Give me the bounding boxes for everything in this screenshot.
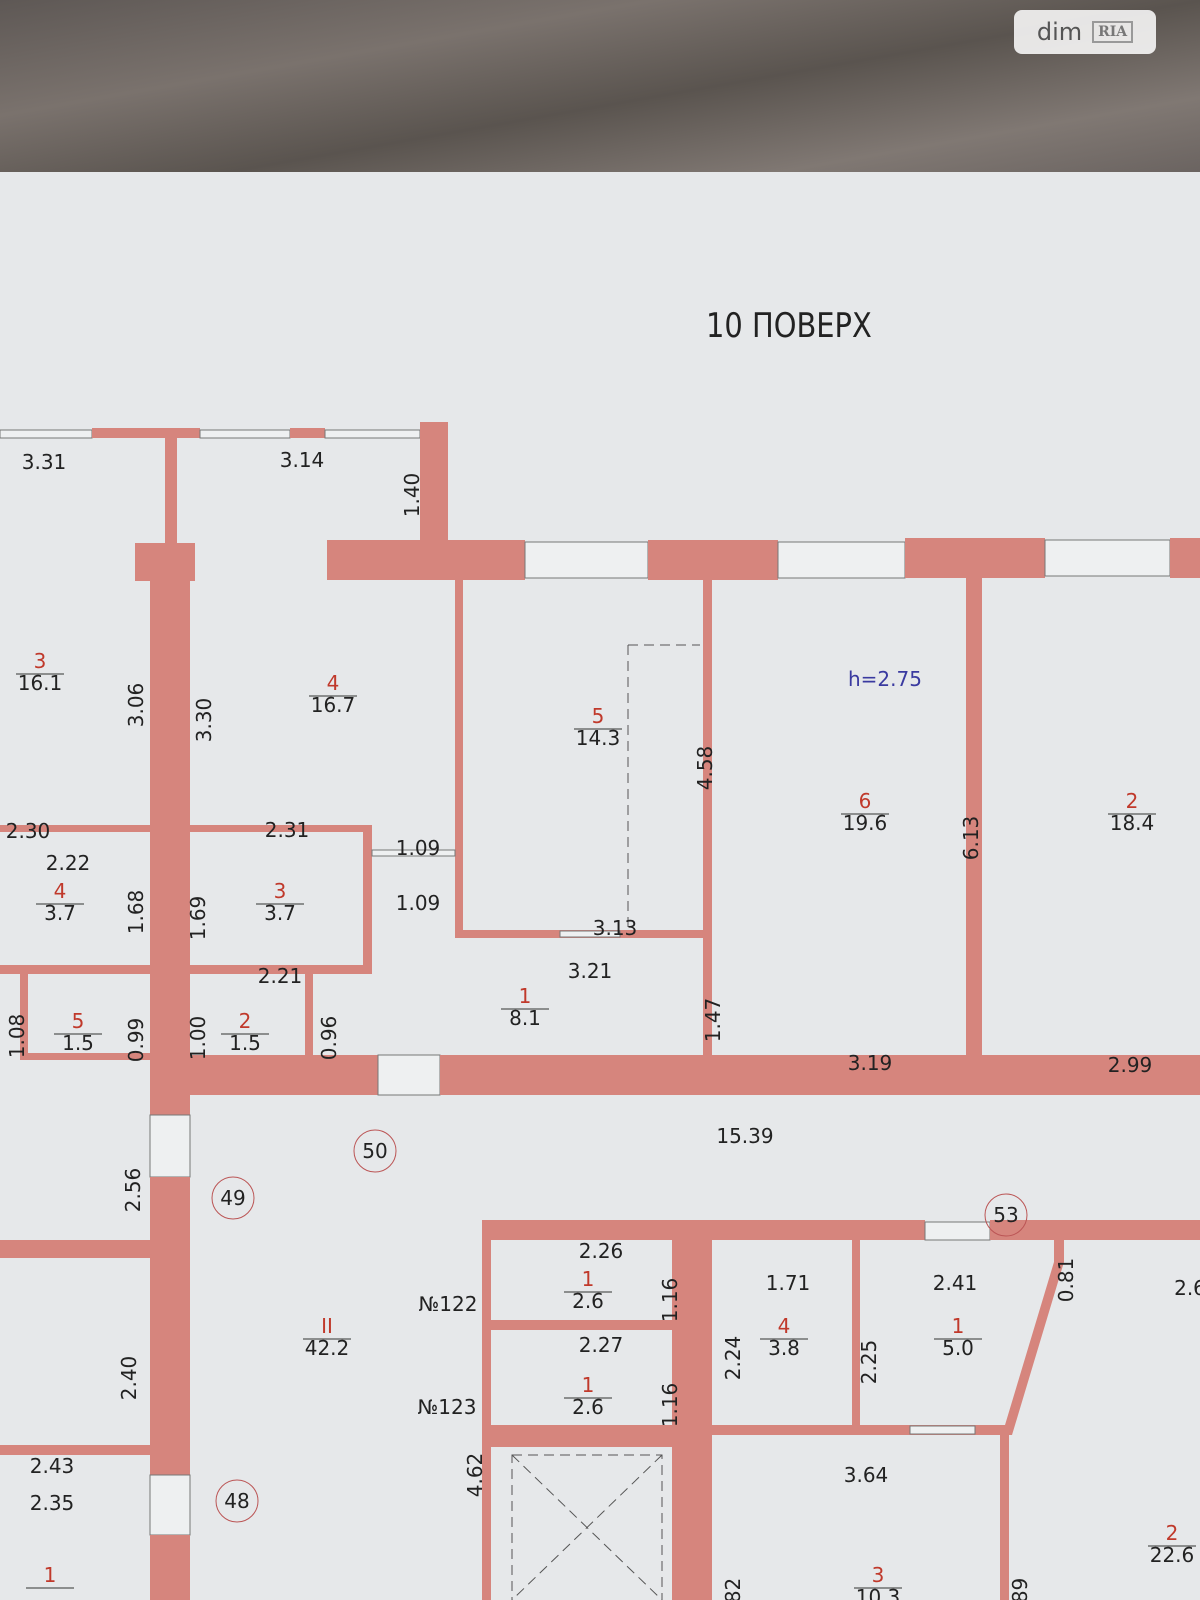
dimension-label: 2.82 [721, 1578, 745, 1600]
room-number: 1 [44, 1563, 57, 1587]
room-area: 2.6 [572, 1395, 604, 1419]
dimension-label: 2.30 [6, 819, 51, 843]
dimension-label: 1.71 [766, 1271, 811, 1295]
room-area: 16.7 [311, 693, 356, 717]
dimension-label: 1.16 [658, 1278, 682, 1323]
room-area: 3.7 [44, 901, 76, 925]
room-area: 16.1 [18, 671, 63, 695]
dimension-label: 1.08 [5, 1014, 29, 1059]
room-number: 5 [72, 1009, 85, 1033]
room-number: 3 [274, 879, 287, 903]
dimension-label: 2.99 [1108, 1053, 1153, 1077]
room-number: 6 [859, 789, 872, 813]
room-number: 2 [1126, 789, 1139, 813]
wood-background [0, 0, 1200, 175]
room-number: 5 [592, 704, 605, 728]
floor-plan-sheet [0, 172, 1200, 1600]
axis-marker-circle [215, 1479, 259, 1523]
dimension-label: 3.19 [848, 1051, 893, 1075]
axis-marker-circle [211, 1176, 255, 1220]
dimension-label: 3.13 [593, 916, 638, 940]
axis-marker-circle [353, 1129, 397, 1173]
room-area: 19.6 [843, 811, 888, 835]
room-number: 1 [519, 984, 532, 1008]
dimension-label: 4.58 [693, 746, 717, 791]
dimension-label: 1.09 [396, 836, 441, 860]
dimension-label: 3.64 [844, 1463, 889, 1487]
room-area: 14.3 [576, 726, 621, 750]
apartment-number: №123 [418, 1395, 477, 1419]
room-area: 1.5 [62, 1031, 94, 1055]
room-area: 22.6 [1150, 1543, 1195, 1567]
dimension-label: 1.09 [396, 891, 441, 915]
room-number: 3 [872, 1563, 885, 1587]
dimension-label: 0.81 [1054, 1258, 1078, 1303]
dimension-label: 0.99 [124, 1018, 148, 1063]
axis-marker-label: 53 [993, 1203, 1018, 1227]
dimension-label: 2.21 [258, 964, 303, 988]
room-number: 1 [582, 1373, 595, 1397]
dimension-label: 4.62 [463, 1453, 487, 1498]
dimria-watermark: dim RIA [1014, 10, 1156, 54]
room-area: 5.0 [942, 1336, 974, 1360]
dimension-label: 1.68 [124, 890, 148, 935]
dimension-label: 2.56 [121, 1168, 145, 1213]
dimension-label: 3.21 [568, 959, 613, 983]
dimension-label: 2.22 [46, 851, 91, 875]
room-number: 4 [54, 879, 67, 903]
dimension-label: 1.69 [186, 896, 210, 941]
dimension-label: 2.89 [1008, 1578, 1032, 1600]
apartment-number: №122 [419, 1292, 478, 1316]
watermark-badge: RIA [1092, 21, 1134, 43]
axis-marker-label: 50 [362, 1139, 387, 1163]
dimension-label: 2.24 [721, 1336, 745, 1381]
room-area: 3.8 [768, 1336, 800, 1360]
room-number: II [321, 1314, 333, 1338]
room-area: 2.6 [572, 1289, 604, 1313]
room-area: 1.5 [229, 1031, 261, 1055]
dimension-label: 2.35 [30, 1491, 75, 1515]
dimension-label: 2.40 [117, 1356, 141, 1401]
room-area: 42.2 [305, 1336, 350, 1360]
dimension-label: 3.06 [124, 683, 148, 728]
dimension-label: 3.30 [192, 698, 216, 743]
room-number: 1 [582, 1267, 595, 1291]
walls [0, 422, 1200, 1600]
room-number: 4 [778, 1314, 791, 1338]
room-area: 18.4 [1110, 811, 1155, 835]
dimension-label: 15.39 [716, 1124, 773, 1148]
axis-marker-label: 48 [224, 1489, 249, 1513]
dimension-label: 2.31 [265, 818, 310, 842]
room-number: 2 [1166, 1521, 1179, 1545]
dimension-label: 2.41 [933, 1271, 978, 1295]
floor-title: 10 ПОВЕРХ [706, 306, 872, 346]
dimension-label: 1.40 [400, 473, 424, 518]
room-number: 1 [952, 1314, 965, 1338]
dimension-label: 3.31 [22, 450, 67, 474]
room-area: 8.1 [509, 1006, 541, 1030]
dimension-label: 1.47 [701, 998, 725, 1043]
room-number: 4 [327, 671, 340, 695]
dimension-label: 2.6 [1174, 1276, 1200, 1300]
room-number: 2 [239, 1009, 252, 1033]
watermark-brand: dim [1036, 18, 1083, 46]
dimension-label: 0.96 [317, 1016, 341, 1061]
axis-marker-circle [984, 1193, 1028, 1237]
dimension-label: 1.00 [186, 1016, 210, 1061]
axis-marker-label: 49 [220, 1186, 245, 1210]
ceiling-height-note: h=2.75 [848, 667, 922, 691]
dimension-label: 2.26 [579, 1239, 624, 1263]
dimension-label: 3.14 [280, 448, 325, 472]
dimension-label: 1.16 [658, 1383, 682, 1428]
dimension-label: 2.27 [579, 1333, 624, 1357]
dimension-label: 6.13 [959, 816, 983, 861]
room-area: 3.7 [264, 901, 296, 925]
room-number: 3 [34, 649, 47, 673]
room-area: 10.3 [856, 1585, 901, 1600]
dimension-label: 2.43 [30, 1454, 75, 1478]
dimension-label: 2.25 [857, 1340, 881, 1385]
